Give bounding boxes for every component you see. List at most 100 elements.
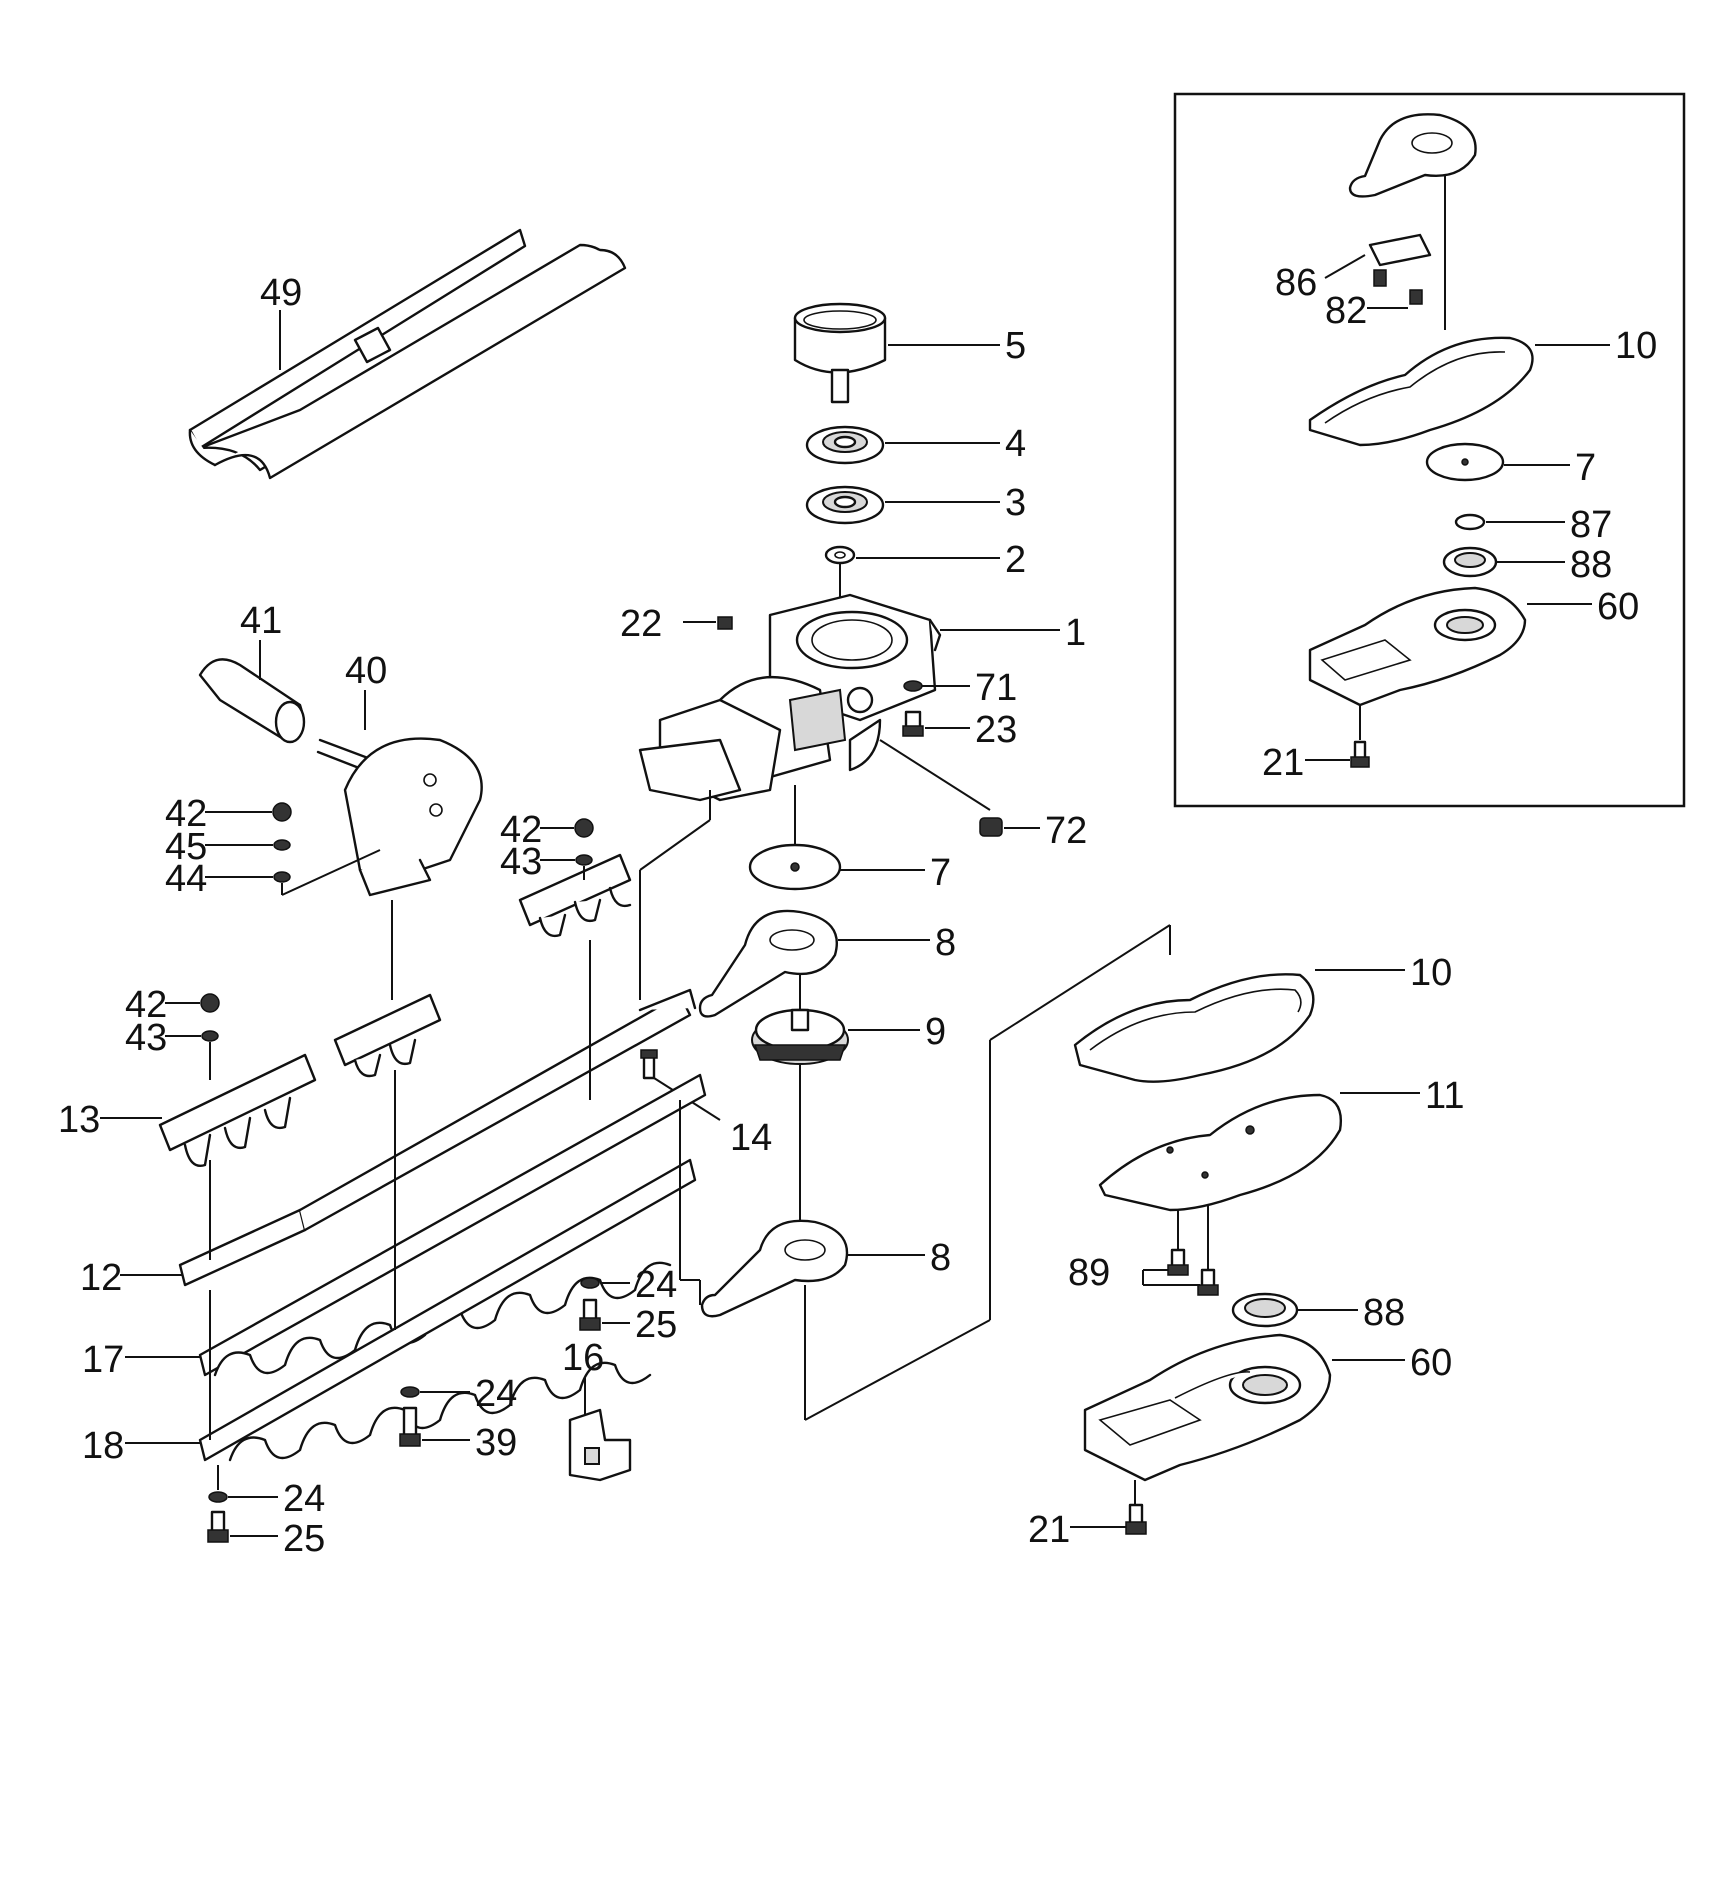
part-3-bearing bbox=[805, 485, 885, 525]
inset-crank bbox=[1348, 113, 1477, 198]
part-11-cover-plate bbox=[1098, 1093, 1342, 1212]
part-1-gear-case bbox=[638, 593, 942, 802]
label-40: 40 bbox=[345, 650, 387, 692]
label-14: 14 bbox=[730, 1117, 772, 1159]
inset-label-7: 7 bbox=[1575, 447, 1596, 489]
label-8a: 8 bbox=[935, 922, 956, 964]
label-4: 4 bbox=[1005, 423, 1026, 465]
blade-guide-middle bbox=[333, 993, 442, 1078]
label-8b: 8 bbox=[930, 1237, 951, 1279]
part-8-crank-upper bbox=[698, 909, 838, 1018]
label-22: 22 bbox=[620, 603, 662, 645]
inset-label-87: 87 bbox=[1570, 504, 1612, 546]
label-25a: 25 bbox=[635, 1304, 677, 1346]
label-72: 72 bbox=[1045, 810, 1087, 852]
part-39-bolt bbox=[399, 1406, 421, 1447]
label-25b: 25 bbox=[283, 1518, 325, 1560]
part-14-pin bbox=[640, 1049, 658, 1080]
part-21-screw bbox=[1125, 1503, 1147, 1535]
inset-part-21-screw bbox=[1350, 740, 1370, 768]
part-23-screw bbox=[902, 710, 924, 737]
part-43-washer-b bbox=[575, 854, 593, 866]
label-1: 1 bbox=[1065, 612, 1086, 654]
part-25-bolt-a bbox=[579, 1298, 601, 1331]
part-42-nut-b bbox=[574, 818, 594, 838]
inset-frame bbox=[1173, 92, 1686, 808]
label-89: 89 bbox=[1068, 1252, 1110, 1294]
inset-label-88: 88 bbox=[1570, 544, 1612, 586]
label-3: 3 bbox=[1005, 482, 1026, 524]
label-24a: 24 bbox=[635, 1264, 677, 1306]
inset-part-87-washer bbox=[1454, 513, 1486, 531]
part-22-grease-nipple bbox=[717, 616, 733, 630]
label-9: 9 bbox=[925, 1011, 946, 1053]
part-41-grip bbox=[198, 658, 306, 744]
label-42c: 42 bbox=[125, 984, 167, 1026]
part-4-bearing bbox=[805, 425, 885, 465]
part-42-nut-a bbox=[272, 802, 292, 822]
label-12: 12 bbox=[80, 1257, 122, 1299]
part-88-bearing bbox=[1231, 1292, 1299, 1328]
part-2-washer bbox=[824, 545, 856, 565]
label-24c: 24 bbox=[283, 1478, 325, 1520]
label-39: 39 bbox=[475, 1422, 517, 1464]
part-24-washer-a bbox=[580, 1277, 600, 1289]
inset-part-88-bearing bbox=[1442, 546, 1498, 578]
label-16: 16 bbox=[562, 1337, 604, 1379]
label-71: 71 bbox=[975, 667, 1017, 709]
label-49: 49 bbox=[260, 272, 302, 314]
part-71-washer bbox=[903, 680, 923, 692]
label-41: 41 bbox=[240, 600, 282, 642]
part-42-nut-c bbox=[200, 993, 220, 1013]
part-13-blade-guide bbox=[158, 1053, 317, 1167]
inset-label-10: 10 bbox=[1615, 325, 1657, 367]
part-60-gear-case-cover bbox=[1083, 1333, 1332, 1482]
part-24-washer-c bbox=[208, 1491, 228, 1503]
label-43b: 43 bbox=[500, 841, 542, 883]
part-43-washer-c bbox=[201, 1030, 219, 1042]
part-25-bolt-b bbox=[207, 1510, 229, 1543]
part-49-blade-cover bbox=[188, 228, 627, 480]
blade-guide-upper bbox=[518, 853, 632, 938]
inset-part-60-case-cover bbox=[1308, 586, 1527, 707]
label-18: 18 bbox=[82, 1425, 124, 1467]
inset-part-82-screws bbox=[1373, 269, 1423, 305]
inset-part-86-plate bbox=[1368, 233, 1432, 267]
inset-label-86: 86 bbox=[1275, 262, 1317, 304]
part-18-lower-blade bbox=[198, 1158, 697, 1462]
label-17: 17 bbox=[82, 1339, 124, 1381]
part-40-hand-guard bbox=[316, 737, 483, 897]
part-89-screw bbox=[1167, 1248, 1219, 1296]
inset-part-7-plate bbox=[1425, 442, 1505, 482]
inset-label-21: 21 bbox=[1262, 742, 1304, 784]
label-60: 60 bbox=[1410, 1342, 1452, 1384]
label-13: 13 bbox=[58, 1099, 100, 1141]
part-8-crank-lower bbox=[700, 1219, 849, 1318]
inset-label-60: 60 bbox=[1597, 586, 1639, 628]
part-72-plug bbox=[979, 817, 1003, 837]
label-10: 10 bbox=[1410, 952, 1452, 994]
part-24-washer-b bbox=[400, 1386, 420, 1398]
part-10-gasket bbox=[1073, 973, 1315, 1083]
label-5: 5 bbox=[1005, 325, 1026, 367]
inset-label-82: 82 bbox=[1325, 290, 1367, 332]
label-2: 2 bbox=[1005, 539, 1026, 581]
part-16-blade-clip bbox=[568, 1408, 632, 1482]
label-43c: 43 bbox=[125, 1017, 167, 1059]
inset-part-10-gasket bbox=[1308, 336, 1534, 447]
label-44: 44 bbox=[165, 858, 207, 900]
label-11: 11 bbox=[1425, 1075, 1464, 1117]
part-45-washer bbox=[273, 839, 291, 851]
label-21: 21 bbox=[1028, 1509, 1070, 1551]
part-9-gear bbox=[751, 1008, 849, 1065]
label-42b: 42 bbox=[500, 809, 542, 851]
label-7: 7 bbox=[930, 852, 951, 894]
part-5-clutch-drum bbox=[793, 302, 887, 404]
part-12-connecting-rod bbox=[178, 988, 697, 1287]
label-42a: 42 bbox=[165, 793, 207, 835]
part-7-plate bbox=[748, 843, 842, 891]
label-23: 23 bbox=[975, 709, 1017, 751]
label-24b: 24 bbox=[475, 1373, 517, 1415]
part-44-washer bbox=[273, 871, 291, 883]
